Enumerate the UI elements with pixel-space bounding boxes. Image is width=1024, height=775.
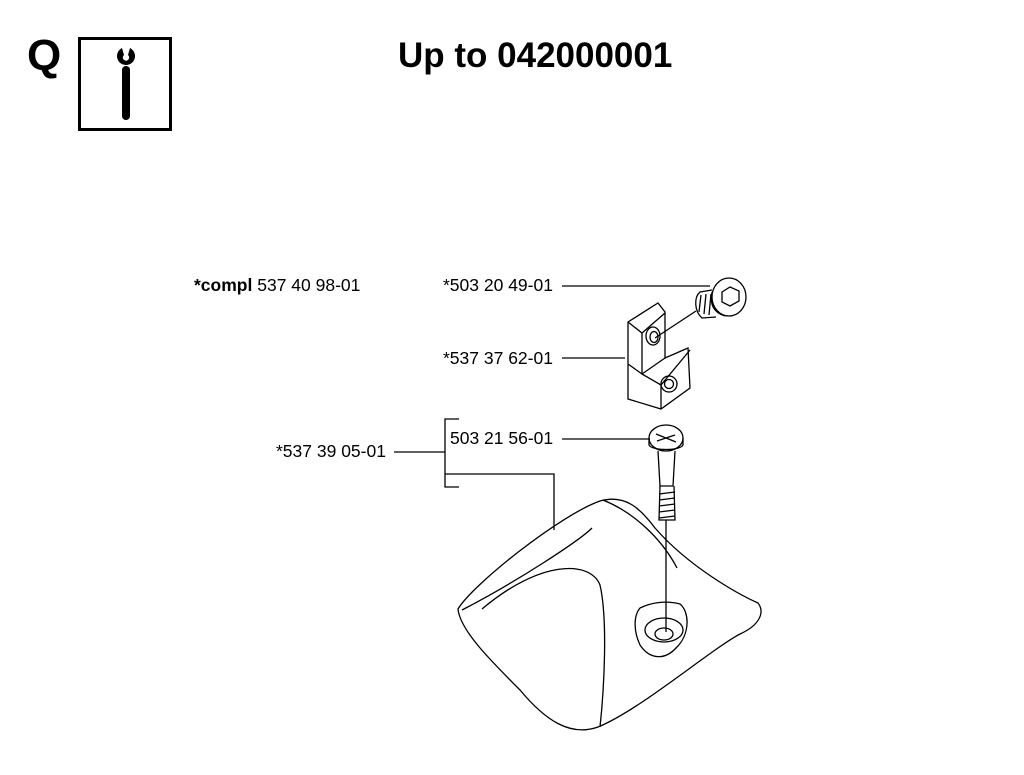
kit-prefix: *compl	[194, 275, 253, 295]
kit-number: 537 40 98-01	[257, 275, 361, 295]
part-label-bracket: *537 37 62-01	[443, 348, 553, 368]
hex-screw-part	[654, 277, 747, 339]
kit-label: *compl 537 40 98-01	[194, 275, 361, 295]
group-bracket-brace	[444, 418, 459, 488]
part-label-screw-top: *503 20 49-01	[443, 275, 553, 295]
part-label-screw-lower: 503 21 56-01	[450, 428, 554, 448]
page-title: Up to 042000001	[398, 36, 673, 75]
section-letter: Q	[27, 31, 62, 80]
wrench-info-icon	[78, 37, 172, 131]
bracket-block-part	[627, 302, 691, 410]
base-cover-part	[457, 498, 762, 731]
part-label-group: *537 39 05-01	[276, 441, 386, 461]
slotted-screw-part	[648, 424, 684, 632]
leader-line-base	[445, 473, 555, 530]
